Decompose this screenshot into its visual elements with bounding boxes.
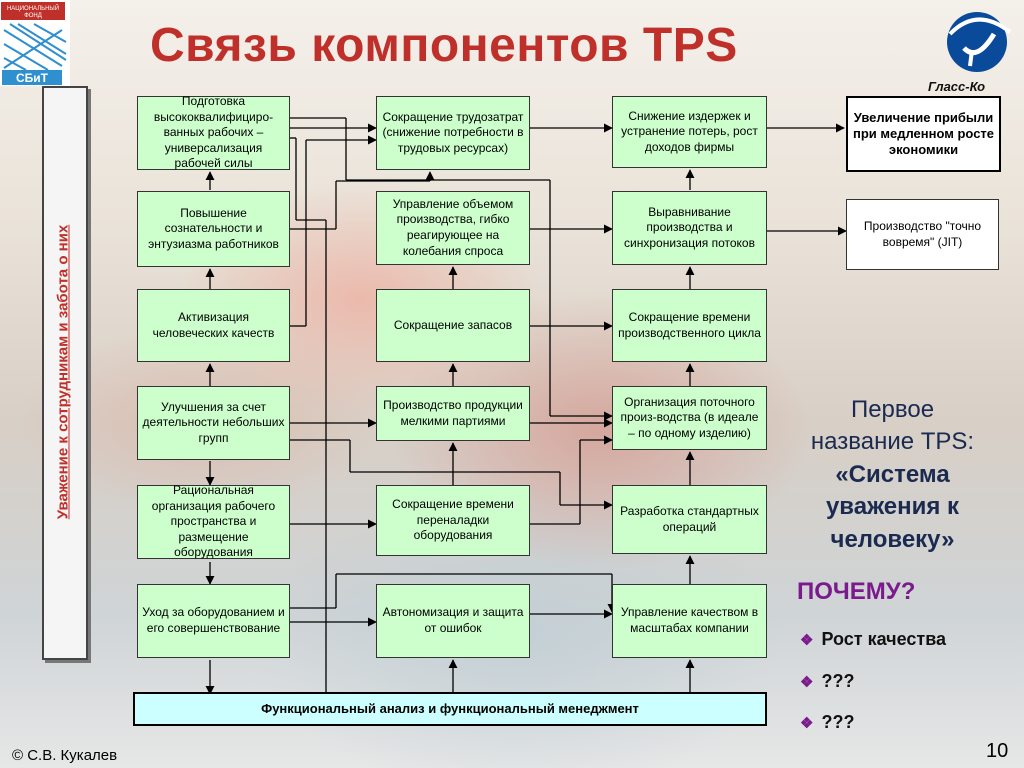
box-standard-ops: Разработка стандартных операций <box>612 485 767 554</box>
vertical-label-bar <box>42 86 88 660</box>
diamond-bullet-icon: ❖ <box>800 674 814 691</box>
copyright: © С.В. Кукалев <box>12 747 118 764</box>
box-equipment-care: Уход за оборудованием и его совершенство… <box>137 584 290 658</box>
box-profit: Увеличение прибыли при медленном росте э… <box>846 96 1001 172</box>
glass-co-name: Гласс-Ко <box>928 79 986 94</box>
svg-text:СБиТ: СБиТ <box>16 71 49 85</box>
box-cost-reduction: Снижение издержек и устранение потерь, р… <box>612 96 767 168</box>
glass-co-logo <box>947 12 1012 72</box>
bullet-item: ❖ Рост качества <box>800 629 946 650</box>
diamond-bullet-icon: ❖ <box>800 632 814 649</box>
box-leveling: Выравнивание производства и синхронизаци… <box>612 191 767 265</box>
bullet-text: ??? <box>821 671 855 691</box>
box-small-batches: Производство продукции мелкими партиями <box>376 386 530 441</box>
side-line-4: уважения к <box>825 493 960 521</box>
box-inventory: Сокращение запасов <box>376 289 530 362</box>
box-cycle-time: Сокращение времени производственного цик… <box>612 289 767 362</box>
bullet-text: ??? <box>821 712 855 732</box>
side-line-5: человеку» <box>830 525 955 553</box>
box-workspace: Рациональная организация рабочего простр… <box>137 483 290 559</box>
box-volume-control: Управление объемом производства, гибко р… <box>376 191 530 265</box>
box-small-groups: Улучшения за счет деятельности небольших… <box>137 386 290 460</box>
box-functional-management: Функциональный анализ и функциональный м… <box>133 692 767 726</box>
diamond-bullet-icon: ❖ <box>800 715 814 732</box>
bullet-item: ❖??? <box>800 712 854 733</box>
box-autonomation: Автономизация и защита от ошибок <box>376 584 530 658</box>
side-note: Первое название TPS: «Система уважения к… <box>780 394 1005 556</box>
side-line-1: Первое <box>850 396 935 423</box>
page-number: 10 <box>986 740 1009 762</box>
box-jit: Производство "точно вовремя" (JIT) <box>846 199 999 270</box>
why-heading: ПОЧЕМУ? <box>797 578 916 605</box>
sbit-logo: НАЦИОНАЛЬНЫЙ ФОНД СБиТ <box>0 0 70 86</box>
svg-text:ФОНД: ФОНД <box>24 13 42 19</box>
page-title: Связь компонентов TPS <box>150 19 738 72</box>
svg-text:НАЦИОНАЛЬНЫЙ: НАЦИОНАЛЬНЫЙ <box>7 4 59 12</box>
bullet-item: ❖??? <box>800 671 854 692</box>
side-line-2: название TPS: <box>810 428 975 456</box>
box-awareness: Повышение сознательности и энтузиазма ра… <box>137 191 290 267</box>
box-activation: Активизация человеческих качеств <box>137 289 290 362</box>
box-changeover: Сокращение времени переналадки оборудова… <box>376 485 530 556</box>
box-quality-mgmt: Управление качеством в масштабах компани… <box>612 584 767 658</box>
bullet-text: Рост качества <box>821 629 947 649</box>
box-training: Подготовка высококвалифициро-ванных рабо… <box>137 94 290 170</box>
side-line-3: «Система <box>835 460 950 488</box>
box-flow-production: Организация поточного произ-водства (в и… <box>612 386 767 450</box>
box-labor-cost: Сокращение трудозатрат (снижение потребн… <box>376 96 530 170</box>
